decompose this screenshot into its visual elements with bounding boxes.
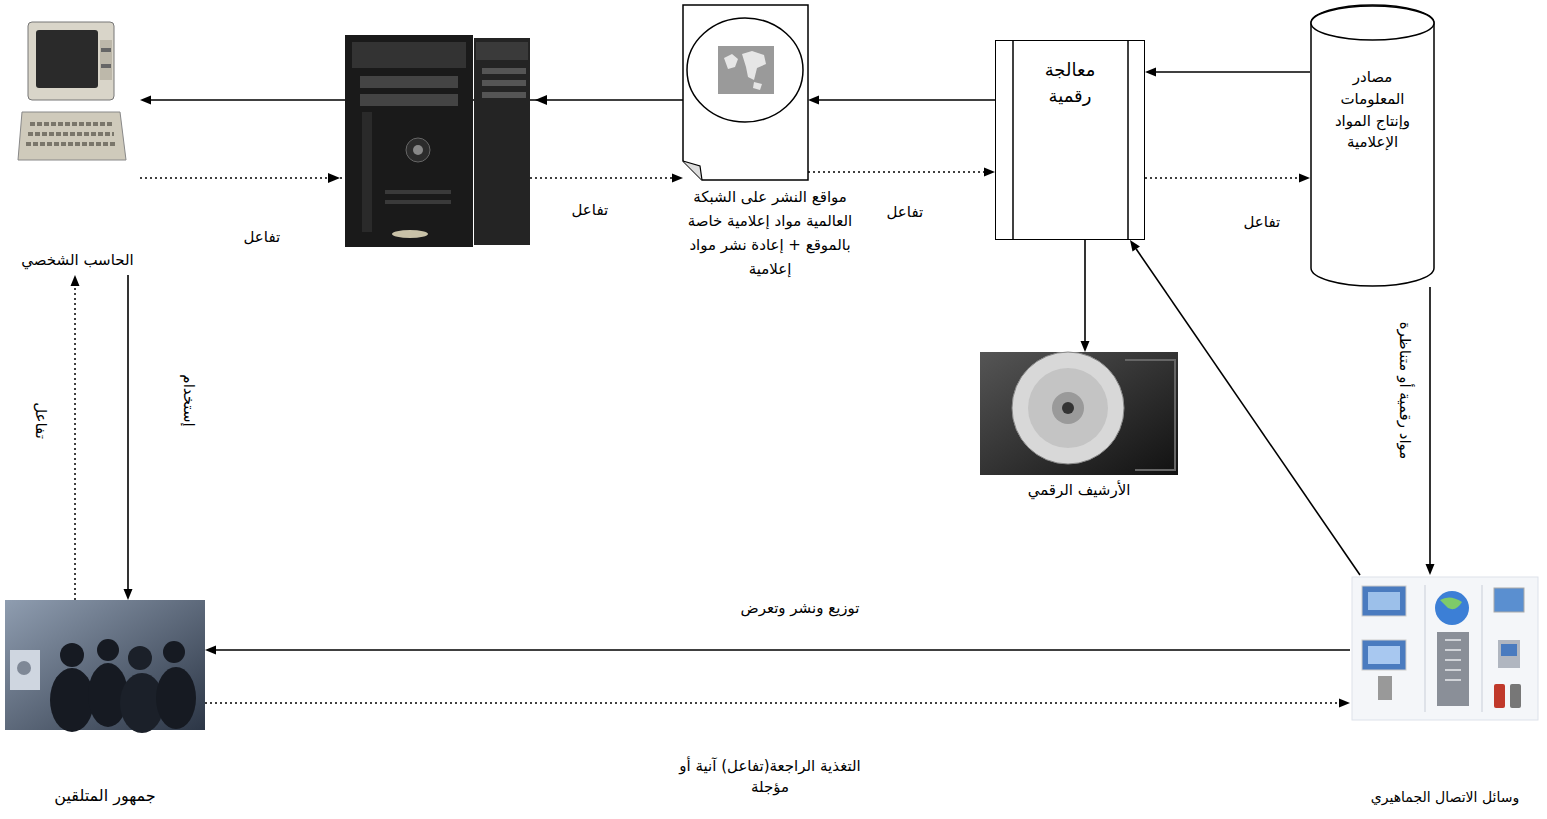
arrow-head xyxy=(205,646,216,655)
cylinder-body xyxy=(1311,5,1434,286)
connector xyxy=(808,168,995,177)
connector-line xyxy=(1084,240,1086,341)
dotted-connector xyxy=(74,286,76,600)
edge-label: تفاعل xyxy=(29,399,50,442)
arrow-head xyxy=(1130,240,1140,252)
connector-line xyxy=(1136,249,1360,575)
personal-computer-icon xyxy=(18,22,126,160)
connector xyxy=(808,96,995,105)
web-page-node: مواقع النشر على الشبكة العالمية مواد إعل… xyxy=(683,5,808,180)
arrow-head xyxy=(1299,174,1310,183)
computer-caption: الحاسب الشخصي xyxy=(21,250,133,272)
arrow-head xyxy=(984,168,995,177)
page-caption: مواقع النشر على الشبكة العالمية مواد إعل… xyxy=(680,185,860,281)
connector xyxy=(1145,68,1310,77)
connector-line xyxy=(216,649,1350,651)
process-text: معالجة رقمية xyxy=(1024,57,1116,109)
edge-label: إستخدام xyxy=(178,371,199,429)
arrow-head xyxy=(1426,564,1435,575)
store-text: مصادر المعلومات وإنتاج المواد الإعلامية xyxy=(1322,67,1423,154)
arrow-head xyxy=(328,173,340,183)
connector xyxy=(1426,287,1435,575)
arrow-head xyxy=(1339,699,1350,708)
edge-label: تفاعل xyxy=(1241,212,1284,233)
cd-archive-icon xyxy=(980,352,1178,475)
arrow-head xyxy=(672,174,683,183)
connector xyxy=(205,646,1350,655)
connector xyxy=(1130,240,1360,575)
dotted-connector xyxy=(1145,177,1299,179)
connector-line xyxy=(127,275,129,589)
process-box: معالجة رقمية xyxy=(995,40,1145,240)
server-tower xyxy=(345,35,530,247)
media-caption: وسائل الاتصال الجماهيري xyxy=(1371,787,1519,807)
edge-label: مواد رقمية أو متناظرة xyxy=(1394,318,1415,462)
edge-label: توزيع ونشر وتعرض xyxy=(738,598,863,619)
audience-photo xyxy=(5,600,205,733)
web-page-icon xyxy=(683,5,808,180)
cylinder-top xyxy=(1311,6,1434,40)
connector xyxy=(1081,240,1090,352)
cylinder-store: مصادر المعلومات وإنتاج المواد الإعلامية xyxy=(1310,5,1435,287)
computer-node: الحاسب الشخصي xyxy=(15,20,140,275)
connector xyxy=(71,275,80,600)
mass-media-icon xyxy=(1352,577,1538,720)
arrow-head xyxy=(140,96,151,105)
arrow-head xyxy=(808,96,819,105)
arrow-head xyxy=(535,95,547,105)
edge-label: تفاعل xyxy=(884,202,927,223)
edge-label: التغذية الراجعة(تفاعل) آنية أو مؤجلة xyxy=(667,756,873,798)
audience-caption: جمهور المتلقين xyxy=(54,784,155,807)
edge-label: تفاعل xyxy=(241,227,284,248)
arrow-head xyxy=(1081,341,1090,352)
dotted-connector xyxy=(205,702,1339,704)
free-label: تفاعل xyxy=(569,200,612,221)
media-node: وسائل الاتصال الجماهيري xyxy=(1350,575,1540,810)
connector xyxy=(205,699,1350,708)
connector xyxy=(124,275,133,600)
arrow-head xyxy=(124,589,133,600)
connector-line xyxy=(1429,287,1431,564)
archive-node: الأرشيف الرقمي xyxy=(980,352,1178,505)
audience-node: جمهور المتلقين xyxy=(5,600,205,810)
connector-line xyxy=(1156,71,1310,73)
process-inner-lines xyxy=(1013,41,1128,239)
dotted-connector xyxy=(808,171,984,173)
archive-caption: الأرشيف الرقمي xyxy=(1028,480,1131,502)
arrow-head xyxy=(71,275,80,286)
connector-line xyxy=(819,99,995,101)
connector xyxy=(1145,174,1310,183)
arrow-head xyxy=(1145,68,1156,77)
